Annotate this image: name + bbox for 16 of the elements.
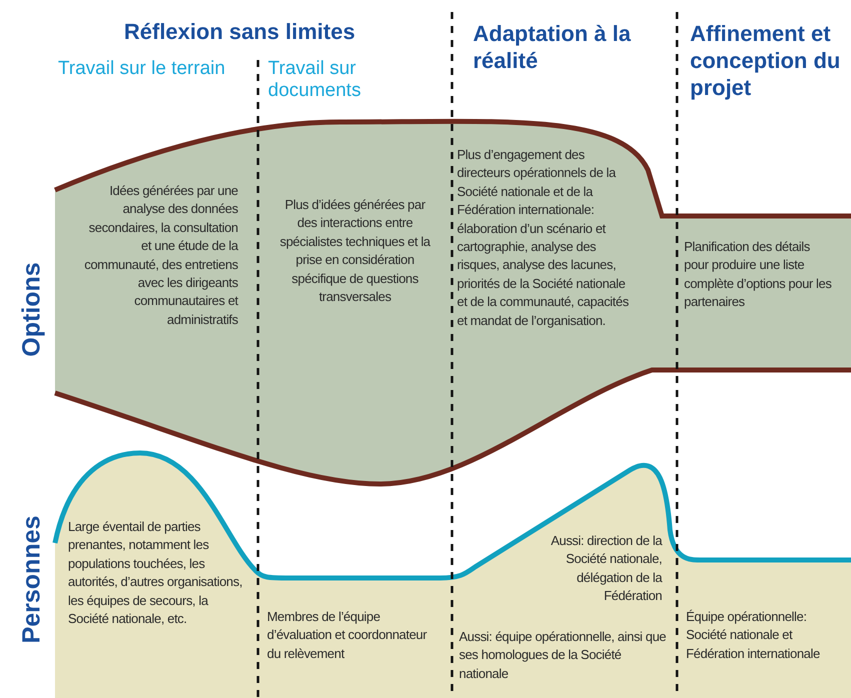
subphase-heading: Travail sur documents	[268, 58, 362, 102]
description-text: Membres de l’équipe d’évaluation et coordonnateur du relèvement	[267, 608, 427, 663]
description-text: Large éventail de parties prenantes, notamment les populations touchées, les autorités, d’autres organisations, les équipes de secours, la Société nationale, etc.	[68, 518, 244, 628]
phase-heading: Adaptation à la réalité	[473, 20, 632, 74]
description-text: Planification des détails pour produire une liste complète d’options pour les partenaires	[684, 238, 832, 312]
row-heading: Personnes	[18, 514, 46, 646]
description-text: Plus d’engagement des directeurs opérationnels de la Société nationale et de la Fédération internationale: élaboration d’un scénario et cartographie, analyse des risques, analyse des lacunes, priorités de la Société nationale et de la communauté, capacités et mandat de l’organisation.	[457, 146, 629, 330]
description-text: Aussi: équipe opérationnelle, ainsi que ses homologues de la Société nationale	[459, 628, 667, 683]
phase-heading: Affinement et conception du projet	[690, 20, 842, 101]
description-text: Plus d’idées générées par des interactions entre spécialistes techniques et la prise en considération spécifique de questions transversales	[278, 196, 432, 306]
description-text: Équipe opérationnelle: Société nationale et Fédération internationale	[686, 608, 821, 663]
description-text: Idées générées par une analyse des données secondaires, la consultation et une étude de la communauté, des entretiens avec les dirigeants communautaires et administratifs	[83, 182, 238, 329]
phase-heading: Réflexion sans limites	[124, 18, 356, 45]
row-heading: Options	[18, 261, 46, 359]
description-text: Aussi: direction de la Société nationale, délégation de la Fédération	[550, 532, 662, 606]
subphase-heading: Travail sur le terrain	[58, 58, 226, 80]
